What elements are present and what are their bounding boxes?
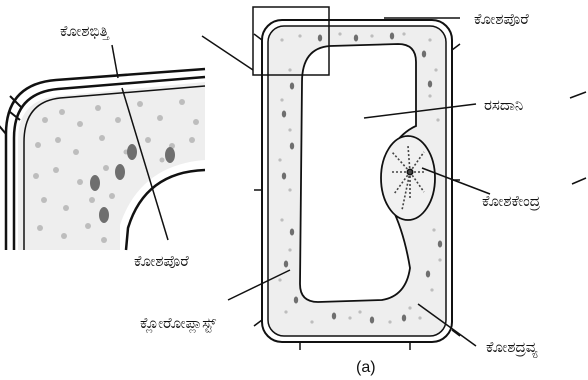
chloroplast [290,229,294,236]
zoom-connector [202,36,253,70]
chloroplast [402,315,406,322]
caption: (a) [356,359,376,376]
inset-chloroplast-2 [165,147,175,163]
chloroplast [284,261,288,268]
chloroplast [290,83,294,90]
chloroplast [426,271,430,278]
zoom-inset [0,69,205,250]
inset-chloroplast-3 [115,164,125,180]
label-cell-membrane-zoom: ಕೋಶಪೊರೆ [134,252,189,270]
inset-chloroplast-5 [99,207,109,223]
label-cell-membrane: ಕೋಶಪೊರೆ [474,10,529,28]
main-cell [202,7,460,350]
label-nucleus: ಕೋಶಕೇಂದ್ರ [482,192,540,210]
chloroplast [282,173,286,180]
chloroplast [290,143,294,150]
inset-chloroplast-1 [127,144,137,160]
chloroplast [438,241,442,248]
chloroplast [354,35,358,42]
label-cell-wall: ಕೋಶಭಿತ್ತಿ [60,22,110,40]
chloroplast [390,33,394,40]
chloroplast [428,81,432,88]
chloroplast [318,35,322,42]
chloroplast [294,297,298,304]
label-chloroplast: ಕ್ಲೋರೋಪ್ಲಾಸ್ಟ್ [140,314,216,333]
leader-stub-right-2 [572,178,586,184]
leader-cell-wall [112,45,118,78]
nucleus [381,136,435,220]
leader-stub-right-1 [570,92,586,98]
inset-chloroplast-4 [90,175,100,191]
chloroplast [282,111,286,118]
chloroplast [422,51,426,58]
label-cytoplasm: ಕೋಶದ್ರವ್ಯ [486,338,538,358]
label-vacuole: ರಸದಾನಿ [484,96,523,114]
chloroplast [332,313,336,320]
chloroplast [370,317,374,324]
